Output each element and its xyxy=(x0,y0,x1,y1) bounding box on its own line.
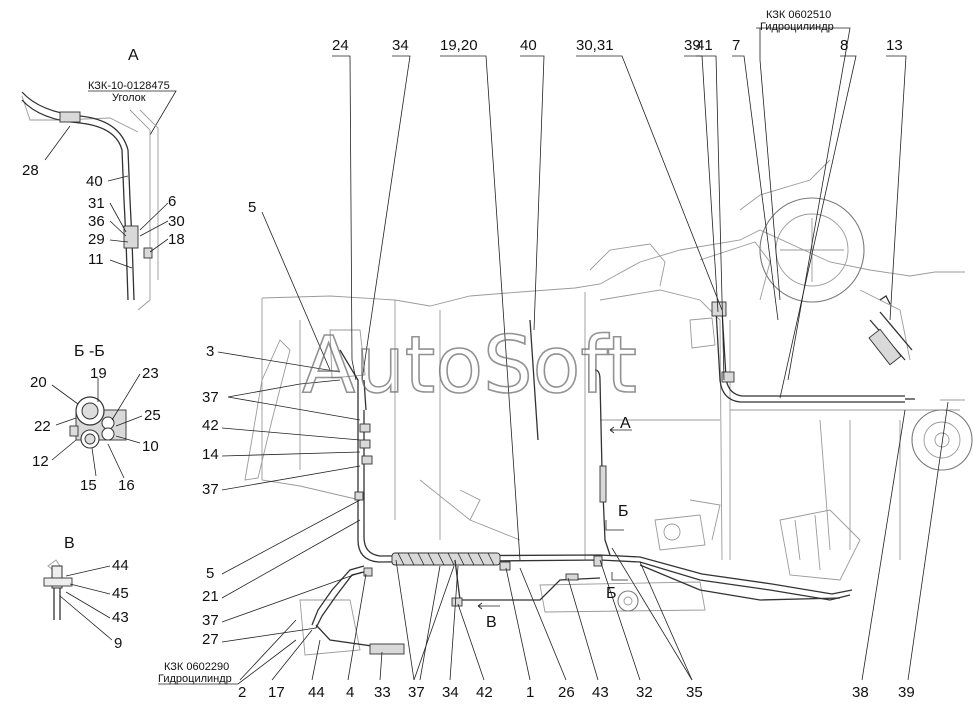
main-callout-label: 8 xyxy=(840,37,848,54)
view-v-label: 9 xyxy=(114,635,122,652)
main-callout-label: 4 xyxy=(346,684,354,701)
view-b-label: 19 xyxy=(90,365,107,382)
main-callout-label: 5 xyxy=(206,565,214,582)
main-callout-label: 42 xyxy=(476,684,493,701)
view-b-section: Б -Б 20 22 12 19 23 25 10 15 16 xyxy=(30,343,161,494)
section-markers: А Б Б В xyxy=(477,415,632,631)
top-cylinder-name: Гидроцилиндр xyxy=(760,21,834,33)
section-mark-b-top: Б xyxy=(618,503,629,520)
view-b-label: 22 xyxy=(34,418,51,435)
main-callout-label: 39 xyxy=(684,37,701,54)
view-a-title: А xyxy=(128,47,139,64)
view-a-label: 18 xyxy=(168,231,185,248)
view-a-part-name: Уголок xyxy=(112,92,146,104)
view-v: В 44 45 43 9 xyxy=(43,535,129,652)
main-callout-label: 34 xyxy=(392,37,409,54)
bottom-cylinder-name: Гидроцилиндр xyxy=(158,673,232,685)
view-a-label: 40 xyxy=(86,173,103,190)
view-b-label: 16 xyxy=(118,477,135,494)
view-a-label: 6 xyxy=(168,193,176,210)
main-callout-label: 38 xyxy=(852,684,869,701)
view-v-label: 45 xyxy=(112,585,129,602)
top-cylinder-code: КЗК 0602510 xyxy=(766,9,831,21)
watermark: AutoSoft xyxy=(302,321,637,411)
main-callout-label: 1 xyxy=(526,684,534,701)
main-callout-label: 35 xyxy=(686,684,703,701)
main-callout-label: 33 xyxy=(374,684,391,701)
view-a-part-code: КЗК-10-0128475 xyxy=(88,80,170,92)
view-v-title: В xyxy=(64,535,75,552)
main-callout-label: 24 xyxy=(332,37,349,54)
main-callout-label: 5 xyxy=(248,199,256,216)
main-callout-label: 44 xyxy=(308,684,325,701)
view-v-label: 44 xyxy=(112,557,129,574)
section-mark-b-bottom: Б xyxy=(606,585,617,602)
main-callout-label: 21 xyxy=(202,588,219,605)
main-callout-label: 40 xyxy=(520,37,537,54)
section-mark-a: А xyxy=(620,415,631,432)
view-a-label: 11 xyxy=(88,251,104,268)
main-left-callouts: 5 3 37 42 14 37 5 21 37 27 xyxy=(202,199,363,648)
main-callout-label: 37 xyxy=(408,684,425,701)
main-callout-label: 32 xyxy=(636,684,653,701)
view-b-label: 10 xyxy=(142,438,159,455)
hose-routing xyxy=(311,295,915,655)
main-callout-label: 2 xyxy=(238,684,246,701)
main-callout-label: 34 xyxy=(442,684,459,701)
view-b-title: Б -Б xyxy=(74,343,105,360)
main-bottom-callouts: 2 17 44 4 33 37 34 42 1 26 43 32 35 38 3… xyxy=(158,401,949,701)
view-a: А КЗК-10-0128475 Уголок 28 40 31 36 29 1… xyxy=(21,47,185,311)
view-a-label: 28 xyxy=(22,162,39,179)
view-a-label: 36 xyxy=(88,213,105,230)
view-a-label: 30 xyxy=(168,213,185,230)
main-callout-label: 37 xyxy=(202,389,219,406)
main-callout-label: 37 xyxy=(202,481,219,498)
section-mark-v: В xyxy=(486,614,497,631)
view-a-label: 29 xyxy=(88,231,105,248)
view-v-label: 43 xyxy=(112,609,129,626)
main-callout-label: 3 xyxy=(206,343,214,360)
main-top-callouts: 24 34 19,20 40 30,31 39 41 7 8 13 КЗК 06… xyxy=(332,9,907,561)
main-callout-label: 42 xyxy=(202,417,219,434)
main-callout-label: 30,31 xyxy=(576,37,614,54)
view-b-label: 25 xyxy=(144,407,161,424)
main-callout-label: 7 xyxy=(732,37,740,54)
main-callout-label: 37 xyxy=(202,612,219,629)
view-b-label: 15 xyxy=(80,477,97,494)
main-callout-label: 27 xyxy=(202,631,219,648)
view-a-label: 31 xyxy=(88,195,105,212)
main-callout-label: 14 xyxy=(202,446,219,463)
main-callout-label: 17 xyxy=(268,684,285,701)
view-b-label: 23 xyxy=(142,365,159,382)
main-callout-label: 19,20 xyxy=(440,37,478,54)
view-b-label: 12 xyxy=(32,453,49,470)
view-b-label: 20 xyxy=(30,374,47,391)
main-callout-label: 41 xyxy=(696,37,713,54)
main-callout-label: 13 xyxy=(886,37,903,54)
bottom-cylinder-code: КЗК 0602290 xyxy=(164,661,229,673)
main-callout-label: 39 xyxy=(898,684,915,701)
main-callout-label: 26 xyxy=(558,684,575,701)
main-callout-label: 43 xyxy=(592,684,609,701)
